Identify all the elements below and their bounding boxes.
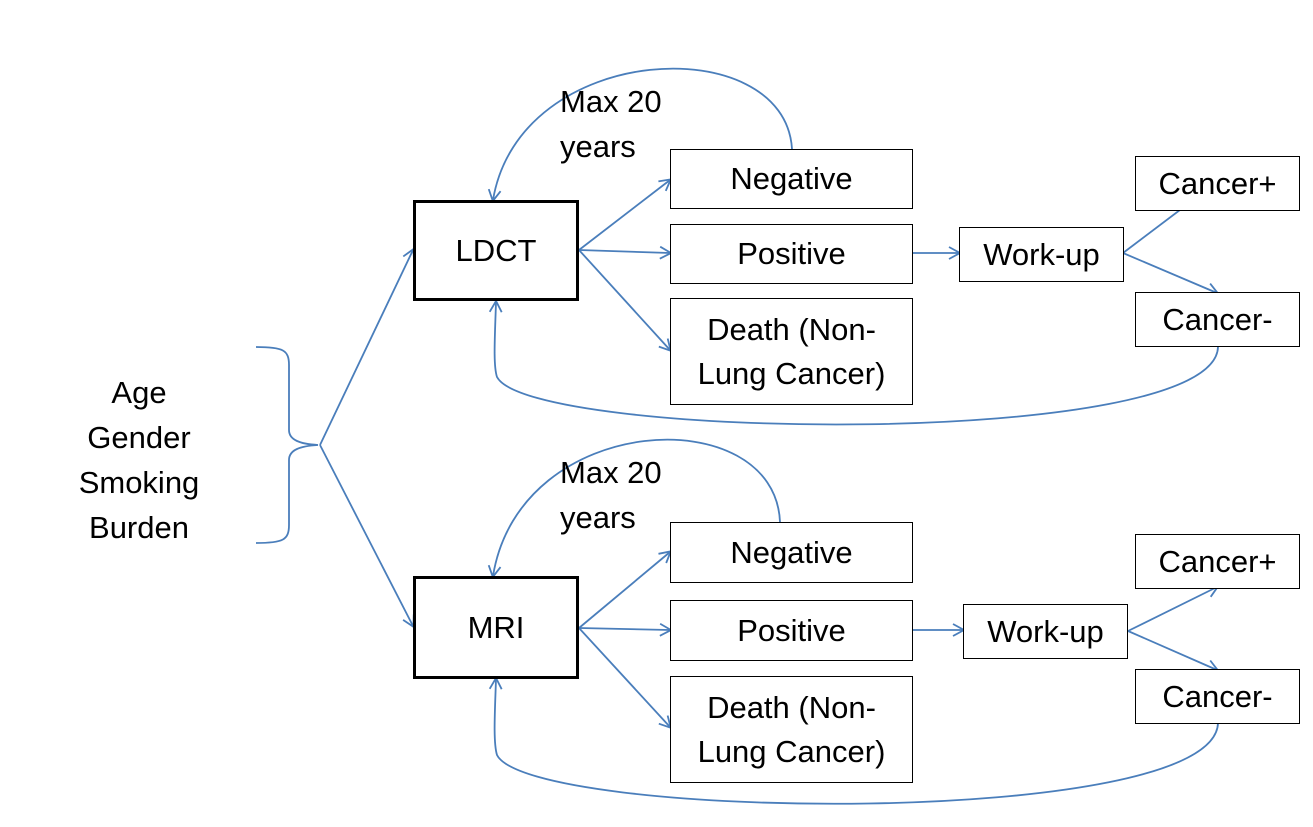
arrow-ldct-negative bbox=[578, 178, 673, 251]
mri-loop-label: Max 20 years bbox=[560, 455, 662, 535]
mri-positive-box: Positive bbox=[670, 600, 913, 661]
arrow-mri-negative bbox=[578, 550, 673, 629]
arrow-ldct-positive bbox=[578, 245, 673, 260]
ldct-death-box: Death (Non- Lung Cancer) bbox=[670, 298, 913, 405]
input-brace bbox=[255, 346, 319, 544]
input-gender: Gender bbox=[87, 420, 191, 455]
ldct-workup-box: Work-up bbox=[959, 227, 1124, 282]
mri-cancer-pos-box: Cancer+ bbox=[1135, 534, 1300, 589]
mri-box: MRI bbox=[413, 576, 579, 679]
arrow-ldct-cancer-neg bbox=[1122, 252, 1220, 296]
mri-cancer-neg-box: Cancer- bbox=[1135, 669, 1300, 724]
ldct-positive-box: Positive bbox=[670, 224, 913, 284]
ldct-loop-label: Max 20 years bbox=[560, 84, 662, 164]
loop-ldct-negative bbox=[487, 67, 793, 203]
arrow-mri-positive bbox=[578, 623, 673, 637]
input-factors: Age Gender Smoking Burden bbox=[60, 370, 218, 550]
mri-death-box: Death (Non- Lung Cancer) bbox=[670, 676, 913, 783]
input-smoking: Smoking bbox=[78, 465, 200, 500]
mri-workup-box: Work-up bbox=[963, 604, 1128, 659]
arrow-mri-death bbox=[578, 627, 672, 730]
arrow-mri-cancer-pos bbox=[1127, 585, 1220, 632]
loop-mri-cancer-neg bbox=[488, 676, 1219, 805]
ldct-cancer-neg-box: Cancer- bbox=[1135, 292, 1300, 347]
mri-negative-box: Negative bbox=[670, 522, 913, 583]
arrow-ldct-death bbox=[578, 249, 672, 353]
arrow-to-mri bbox=[319, 444, 415, 629]
input-age: Age bbox=[111, 375, 167, 410]
loop-ldct-cancer-neg bbox=[488, 299, 1219, 426]
arrow-mri-cancer-neg bbox=[1127, 630, 1220, 673]
input-burden: Burden bbox=[89, 510, 189, 545]
ldct-cancer-pos-box: Cancer+ bbox=[1135, 156, 1300, 211]
loop-mri-negative bbox=[487, 438, 781, 579]
ldct-negative-box: Negative bbox=[670, 149, 913, 209]
ldct-box: LDCT bbox=[413, 200, 579, 301]
arrow-to-ldct bbox=[319, 247, 416, 446]
